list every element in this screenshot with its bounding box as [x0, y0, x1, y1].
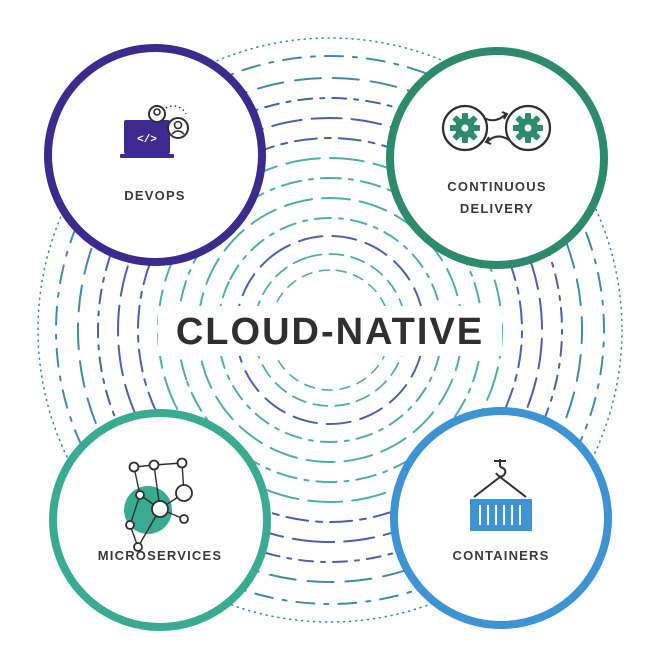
continuous-delivery-label-line1: CONTINUOUS — [447, 179, 546, 194]
containers-label: CONTAINERS — [453, 548, 550, 563]
microservices-node: MICROSERVICES — [49, 409, 271, 631]
devops-label: DEVOPS — [124, 188, 185, 203]
ring-7 — [176, 176, 483, 483]
gears-infinity-icon — [441, 104, 552, 152]
developer-laptop-icon: </> — [120, 105, 189, 158]
ring-0 — [37, 37, 623, 623]
center-title-backing — [158, 306, 502, 356]
ring-10 — [235, 235, 425, 425]
crane-container-icon — [470, 459, 532, 531]
center-title: CLOUD-NATIVE — [176, 311, 484, 353]
network-nodes-icon — [124, 457, 193, 552]
devops-node: </> DEVOPS — [44, 44, 266, 266]
continuous-delivery-circle — [386, 47, 608, 269]
ring-4 — [116, 116, 543, 543]
ring-9 — [217, 216, 443, 443]
svg-text:</>: </> — [137, 134, 157, 146]
containers-node: CONTAINERS — [390, 407, 612, 629]
continuous-delivery-node: CONTINUOUS DELIVERY — [386, 47, 608, 269]
continuous-delivery-label-line2: DELIVERY — [460, 201, 534, 216]
microservices-label: MICROSERVICES — [98, 548, 222, 563]
